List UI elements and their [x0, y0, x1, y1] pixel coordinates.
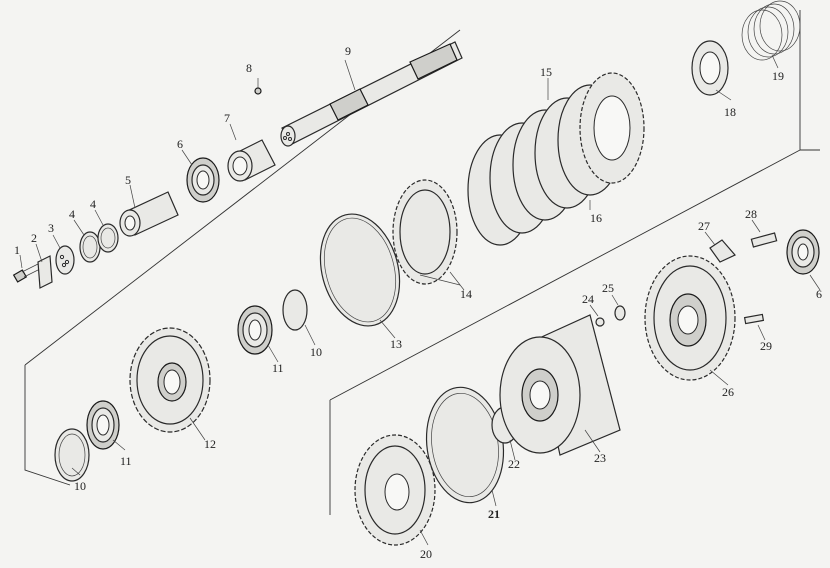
leader-lines [19, 54, 821, 546]
label-29: 29 [760, 339, 772, 353]
label-18: 18 [724, 105, 736, 119]
plug-small-part [614, 305, 626, 321]
label-23: 23 [594, 451, 606, 465]
label-19: 19 [772, 69, 784, 83]
label-20: 20 [420, 547, 432, 561]
label-4: 4 [69, 207, 75, 221]
bracket-part [709, 239, 736, 263]
label-28: 28 [745, 207, 757, 221]
label-5: 5 [125, 173, 131, 187]
clutch-gear-part [392, 179, 458, 285]
label-13: 13 [390, 337, 402, 351]
bearing-right-part [786, 229, 820, 275]
bearing-lower-part [86, 400, 120, 450]
plug-part [254, 78, 262, 95]
small-ball-part [595, 317, 605, 327]
label-12: 12 [204, 437, 216, 451]
spring-part [741, 0, 801, 61]
label-10a: 10 [74, 479, 86, 493]
label-9: 9 [345, 44, 351, 58]
bearing-mid-part [237, 305, 273, 355]
label-16: 16 [590, 211, 602, 225]
snap-ring-lower-part [54, 428, 90, 482]
bushing-part [227, 139, 276, 182]
retainer-part [55, 245, 75, 275]
label-4b: 4 [90, 197, 96, 211]
screw-part [750, 232, 778, 248]
label-2: 2 [31, 231, 37, 245]
label-3: 3 [48, 221, 54, 235]
large-snap-ring-part [319, 213, 401, 327]
sleeve-part [119, 191, 179, 237]
part-labels: 1 2 3 4 4 5 6 7 8 9 10 11 12 11 10 13 14… [14, 44, 822, 561]
drum-gear-part [644, 255, 736, 381]
label-11a: 11 [120, 454, 132, 468]
o-ring-part [79, 231, 101, 263]
label-21: 21 [488, 507, 500, 521]
label-6b: 6 [816, 287, 822, 301]
clutch-drum-part [499, 314, 621, 456]
friction-plates-part [467, 72, 645, 246]
label-24: 24 [582, 292, 594, 306]
label-8: 8 [246, 61, 252, 75]
label-26: 26 [722, 385, 734, 399]
label-22: 22 [508, 457, 520, 471]
pin-part [743, 313, 765, 325]
label-7: 7 [224, 111, 230, 125]
label-10b: 10 [310, 345, 322, 359]
label-27: 27 [698, 219, 710, 233]
main-shaft-part [280, 41, 463, 147]
snap-ring-mid-part [282, 289, 308, 331]
label-6a: 6 [177, 137, 183, 151]
lock-plate-part [37, 255, 53, 289]
bearing-upper-part [186, 157, 220, 203]
label-14: 14 [460, 287, 472, 301]
spur-gear-part [129, 327, 211, 433]
snap-ring-part [97, 223, 119, 253]
label-25: 25 [602, 281, 614, 295]
output-gear-part [354, 434, 436, 546]
thrust-washer-part [691, 40, 729, 96]
label-1: 1 [14, 243, 20, 257]
label-11b: 11 [272, 361, 284, 375]
label-15: 15 [540, 65, 552, 79]
